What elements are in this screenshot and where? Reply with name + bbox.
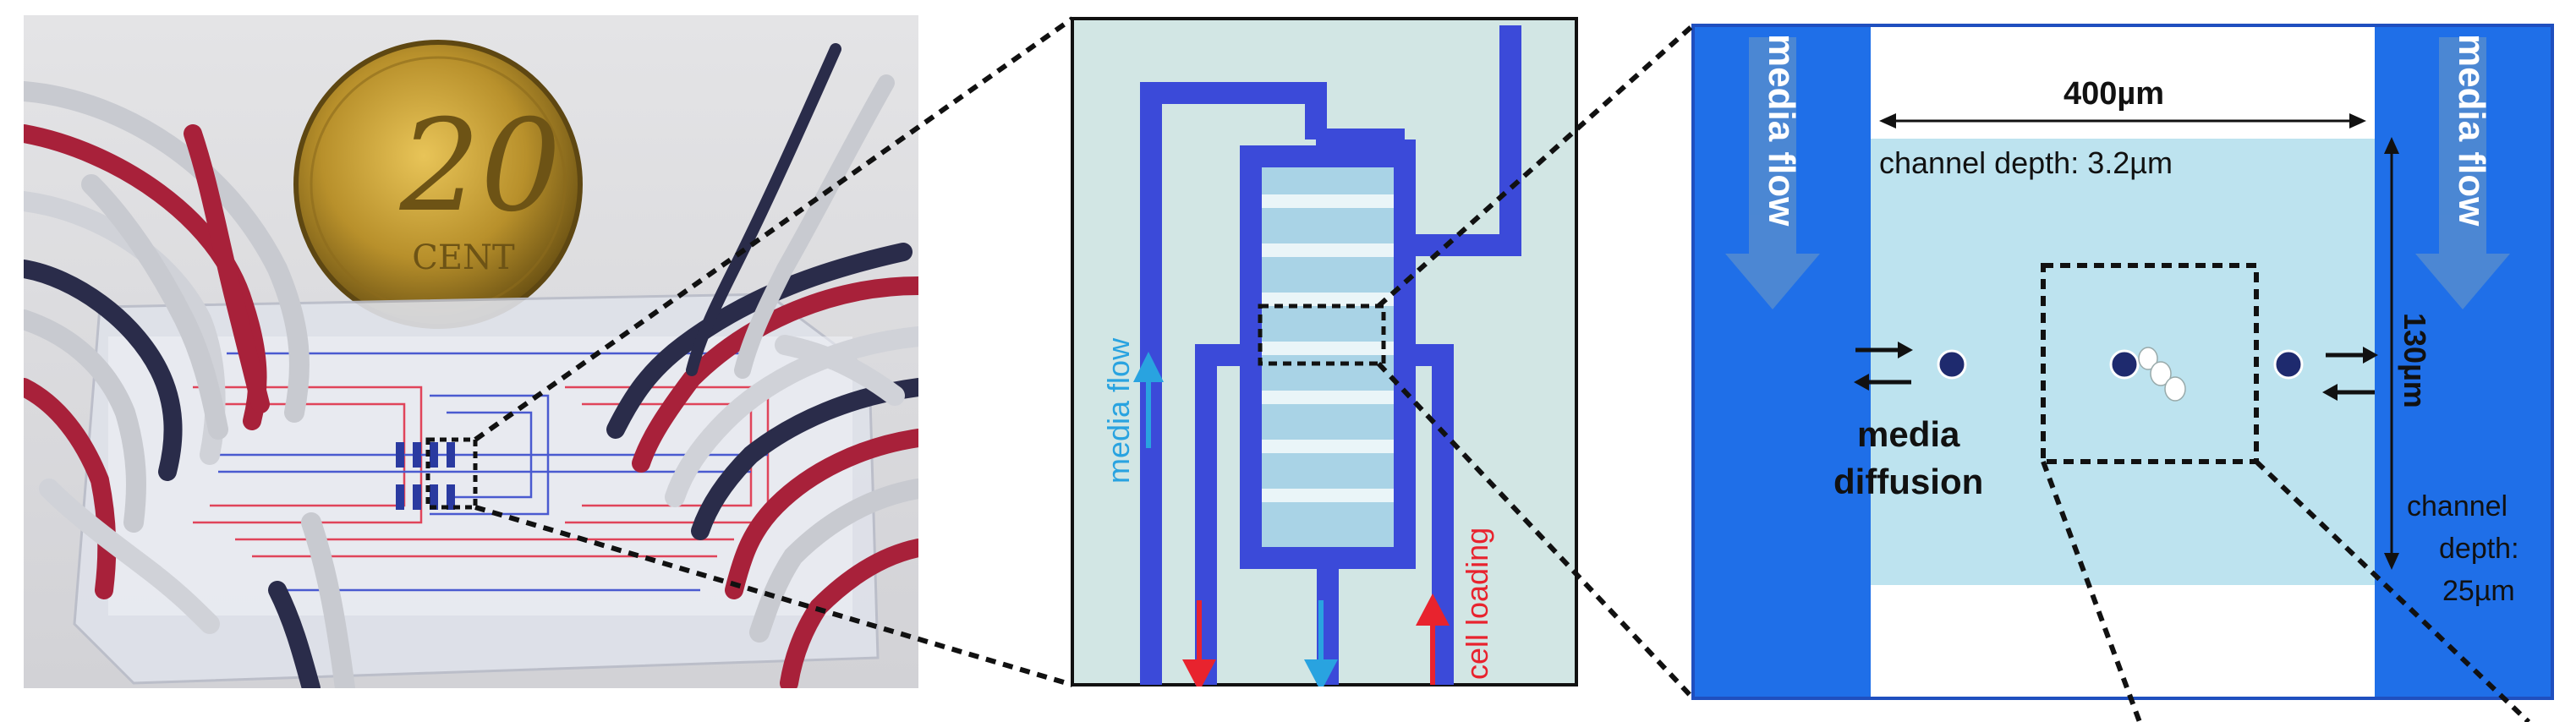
- channel-depth-top-label: channel depth: 3.2µm: [1879, 145, 2173, 180]
- tubing: [24, 43, 918, 688]
- media-diffusion-label-2: diffusion: [1833, 462, 1984, 501]
- media-flow-arrow-icon: [1133, 352, 1164, 448]
- trap-dot-center: [2109, 349, 2140, 380]
- chamber-stripes: [1262, 194, 1394, 502]
- zoom-box-3: [2041, 263, 2259, 464]
- left-flow-arrow-icon: [1725, 37, 1820, 309]
- diffusion-arrows-left-icon: [1854, 342, 1913, 391]
- schematic: [1691, 24, 2554, 700]
- zoom-box-1: [425, 437, 478, 510]
- height-dimension-arrow: [2384, 137, 2399, 570]
- channel-depth-side-1: channel: [2407, 490, 2508, 522]
- device-photo: 20 CENT: [24, 15, 918, 688]
- channel-depth-side-3: 25µm: [2442, 575, 2515, 607]
- chip-chambers: [396, 442, 455, 510]
- coin-value: 20: [399, 93, 562, 240]
- width-dimension-arrow: [1879, 113, 2366, 129]
- yeast-cells-icon: [2138, 347, 2186, 402]
- coin-text: CENT: [412, 238, 515, 277]
- coin-icon: 20 CENT: [293, 40, 583, 329]
- media-diffusion-label-1: media: [1857, 414, 1960, 454]
- trap-dot-left: [1937, 349, 1967, 380]
- micrograph: [1071, 17, 1578, 686]
- culture-chamber: [1262, 167, 1394, 547]
- right-flow-arrow-icon: [2415, 37, 2510, 309]
- down-arrow-blue-icon: [1304, 600, 1338, 686]
- diffusion-arrows-right-icon: [2322, 347, 2378, 401]
- width-label: 400µm: [2064, 76, 2165, 112]
- zoom-box-2: [1258, 304, 1386, 366]
- up-arrow-red-icon: [1416, 593, 1450, 685]
- down-arrow-red-icon: [1182, 600, 1216, 686]
- channel-depth-side-2: depth:: [2439, 533, 2519, 565]
- trap-dot-right: [2273, 349, 2304, 380]
